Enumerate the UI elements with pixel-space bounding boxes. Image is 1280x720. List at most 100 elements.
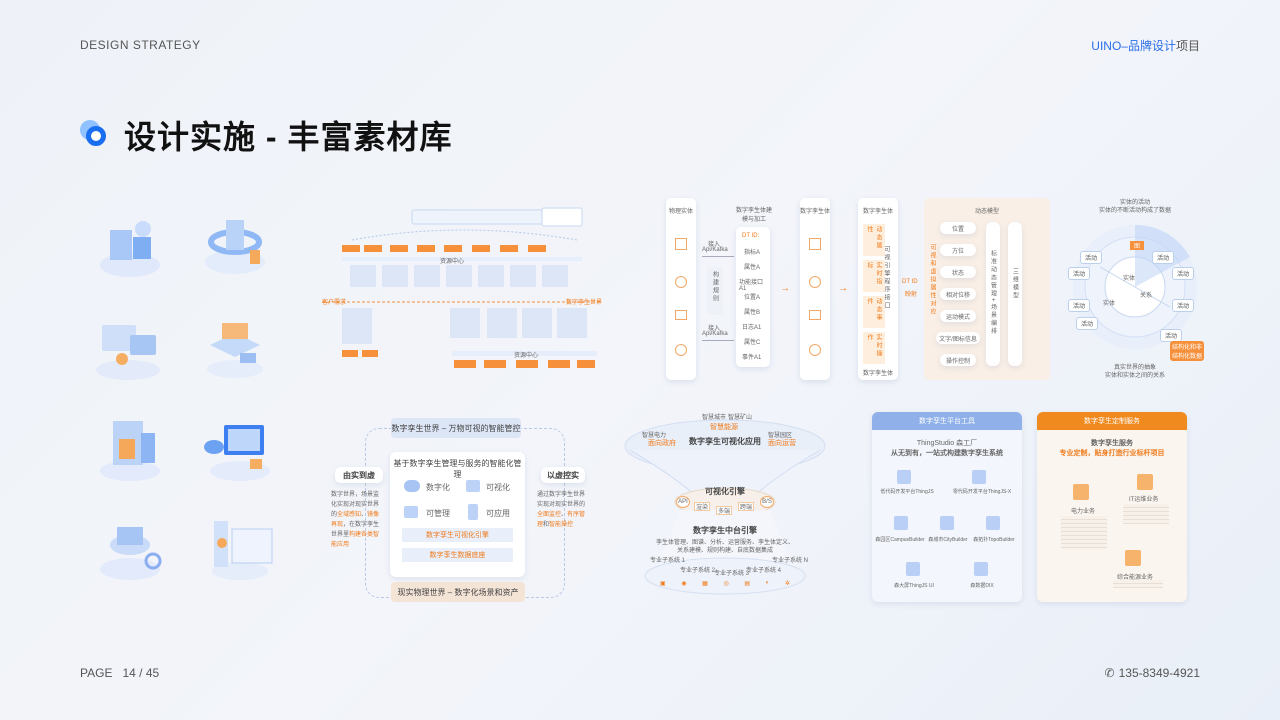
funnel-cs2: 多端 (716, 506, 732, 515)
twin-dyn-item-2: 状态 (940, 266, 976, 278)
header-brand: UINO (1091, 39, 1122, 53)
twin-col2-item-5: 日志A1 (742, 325, 762, 331)
phone-icon: ✆ (1104, 666, 1115, 680)
gear-icon (675, 344, 687, 356)
circle-diagram: 实体的活动 实体的不断活动构成了数据 图 实体 实体 关系 活动 活动 活动 活… (1060, 195, 1210, 385)
tool-icon-1 (972, 470, 986, 484)
activity-bubble-2: 活动 (1152, 251, 1175, 264)
twin-col1-title: 物理实体 (668, 209, 693, 215)
tool-item-5: 森大屏ThingJS UI (894, 583, 934, 589)
left-desc-c: 在数字孪生世界里 (331, 522, 380, 538)
left-hl3: 构建各类智能应用 (331, 532, 380, 548)
twin-world-base: 数字孪生数据底座 (402, 548, 513, 562)
iso-icons-svg (96, 220, 273, 580)
tool-icon-3 (940, 516, 954, 530)
funnel-tag-energy: 智慧能源 (710, 424, 738, 431)
twin-dyn-item-0: 位置 (940, 222, 976, 234)
iso-icon-2 (205, 220, 265, 274)
left-hl1: 全域感知 (337, 512, 362, 518)
gear-icon: ✲ (784, 581, 790, 587)
cloud-icon (404, 480, 420, 492)
tower-icon (809, 276, 821, 288)
flow-diagram: 客户需求 数字孪生世界 资源中心 资源中心 (322, 205, 602, 380)
twin-col4-item-0: 动态属性 (863, 224, 885, 256)
flow-left-label: 客户需求 (322, 300, 347, 306)
twin-world-bottom: 现实物理世界 – 数字化场景和资产 (391, 582, 525, 602)
funnel-ops: 面向运营 (768, 440, 796, 447)
phone-number: 135-8349-4921 (1118, 666, 1200, 680)
twin-dyn-v1: 标准动态管理+场景编排 (989, 250, 996, 336)
gear-icon (809, 344, 821, 356)
tool-icon-6 (974, 562, 988, 576)
twin-col2-item-6: 属性C (744, 340, 761, 346)
twin-arrow2: 接入 (708, 326, 721, 332)
twin-dyn-item-1: 方位 (940, 244, 976, 256)
tool-icon-2 (894, 516, 908, 530)
building-icon (809, 238, 821, 250)
header-project-rest: 项目 (1175, 39, 1200, 53)
funnel-sub-2: 专业子系统 3 (714, 571, 750, 577)
funnel-bs: B/S (760, 496, 774, 508)
circle-center-item-2: 关系 (1140, 293, 1153, 299)
twin-build-rule-box: 构建规则 (707, 267, 723, 315)
power-icon (1073, 484, 1089, 500)
funnel-platform: 数字孪生中台引擎 (693, 526, 757, 535)
iso-icon-1 (100, 221, 160, 277)
twin-dt-id2: 映射 (905, 292, 918, 298)
twin-arrow1b: Api/Kafka (702, 247, 728, 253)
funnel-api: API (676, 496, 690, 508)
building-icon (468, 504, 478, 520)
circle-top1: 实体的活动 (1119, 200, 1150, 206)
chart-icon (466, 480, 480, 492)
funnel-platform-desc1: 孪生体管理、图谱、分析、运营服务、孪生体定义、 (655, 540, 794, 546)
twin-dt-id: DT ID (902, 279, 918, 285)
left-hl2: 镜像再现 (331, 512, 380, 528)
iso-icon-3 (96, 325, 160, 380)
building-icon (675, 238, 687, 250)
circle-diagram-svg (1073, 224, 1197, 349)
left-desc-a: 数字世界，场景监化 (331, 492, 380, 508)
camera-icon: ◐ (765, 580, 770, 586)
robot-arm-icon (404, 506, 418, 518)
title-block: 设计实施 - 丰富素材库 (80, 112, 452, 158)
tool-item-0: 低代码开发平台ThingJS (880, 489, 934, 495)
funnel-cs3: 跨端 (738, 502, 754, 511)
right-hl3: 智能操控 (549, 522, 574, 528)
twin-arrow1: 接入 (708, 242, 721, 248)
it-icon (1137, 474, 1153, 490)
iso-icon-5 (100, 421, 160, 481)
iso-icon-6 (204, 425, 270, 481)
twin-col4-title: 数字孪生体 (862, 209, 893, 215)
funnel-icon-row: ▣ ◉ ▦ ◎ ▤ ◐ ✲ (660, 580, 790, 592)
funnel-sub-0: 专业子系统 1 (650, 558, 686, 564)
twin-dyn-v2: 三维模型 (1011, 268, 1018, 300)
circle-top2: 实体的不断活动构成了数据 (1098, 208, 1171, 214)
twin-dyn-item-3: 相对位移 (940, 288, 976, 300)
twin-col4-item-2: 动态事件 (863, 296, 885, 328)
page-indicator: PAGE 14 / 45 (80, 666, 159, 680)
service-title: 数字孪生服务 (1091, 440, 1133, 447)
lamp-icon: ◎ (723, 581, 729, 587)
service-header: 数字孪生定制服务 (1037, 412, 1187, 430)
twin-col-physical: 物理实体 (666, 198, 696, 380)
building-icon: ▦ (702, 581, 708, 587)
twin-world-item-1: 可视化 (486, 483, 510, 492)
service-slogan: 专业定制，贴身打造行业标杆项目 (1059, 450, 1165, 457)
twin-col-dynamic: 数字孪生体 动态属性 实时指标 动态事件 实时操作 可视引擎程序接口 数字孪生体 (858, 198, 898, 380)
iso-icon-grid (85, 205, 285, 605)
twin-col2-item-1: 属性A (744, 265, 761, 271)
iso-icon-8 (212, 521, 273, 580)
device-icon (675, 310, 687, 320)
funnel-tag-0: 智慧城市 (702, 415, 727, 421)
service-item-2: 综合能源业务 (1117, 575, 1154, 581)
tool-icon-0 (897, 470, 911, 484)
twin-world-left-title: 由实到虚 (335, 467, 383, 483)
left-desc-b: 实现对现实世界的 (331, 502, 380, 518)
page-title: 设计实施 - 丰富素材库 (124, 119, 453, 155)
flow-right-label: 数字孪生世界 (565, 300, 602, 306)
twin-col-model: DT ID: 指标A 属性A 功能接口A1 位置A 属性B 日志A1 属性C 事… (736, 227, 770, 367)
twin-col2-item-7: 事件A1 (742, 355, 762, 361)
tool-icon-4 (986, 516, 1000, 530)
tools-header: 数字孪生平台工具 (872, 412, 1022, 430)
page-number: 14 / 45 (122, 666, 160, 680)
